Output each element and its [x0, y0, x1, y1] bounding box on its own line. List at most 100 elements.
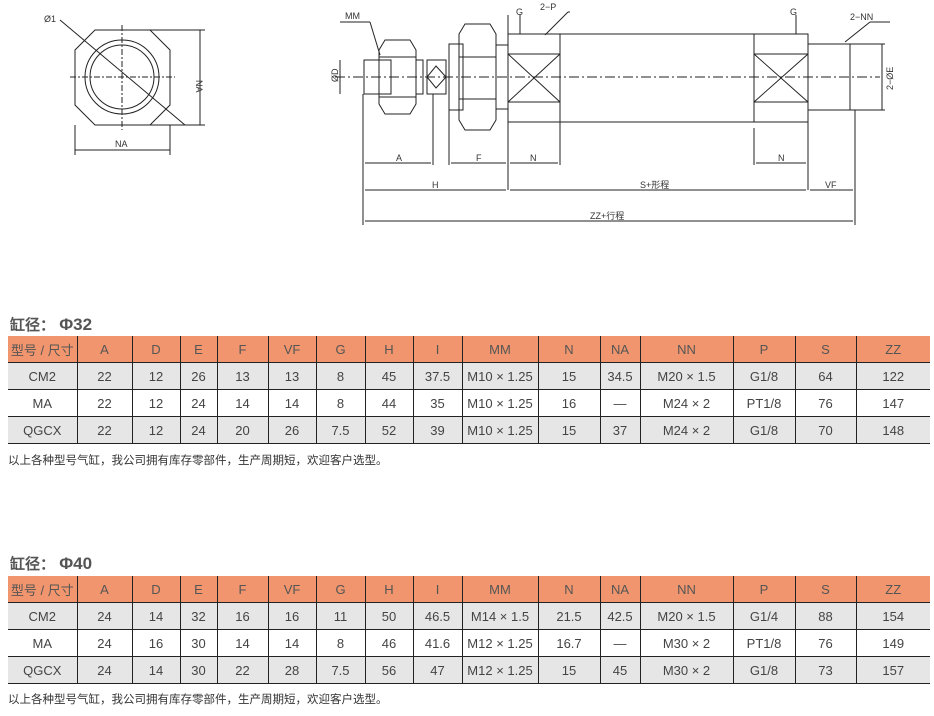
table-cell: 8 [315, 629, 365, 657]
column-header: 型号 / 尺寸 [8, 336, 77, 363]
table-cell: M14 × 1.5 [461, 602, 538, 630]
end-view-na-label: NA [115, 139, 128, 149]
column-header: D [131, 576, 180, 603]
table-cell: 26 [179, 362, 217, 390]
f-label: F [476, 153, 482, 163]
column-header: NA [599, 336, 640, 363]
g-label: G [516, 7, 523, 17]
table-cell: 8 [315, 362, 365, 390]
table-cell: 21.5 [537, 602, 600, 630]
column-header: 型号 / 尺寸 [8, 576, 77, 603]
column-header: D [131, 336, 180, 363]
title-prefix: 缸径： [10, 317, 56, 334]
column-header: A [76, 576, 132, 603]
d-label: ØD [330, 68, 340, 82]
table-cell: 44 [364, 389, 413, 417]
table-cell: 147 [855, 389, 930, 417]
column-header: VF [267, 576, 316, 603]
table-cell: M10 × 1.25 [461, 389, 538, 417]
column-header: S [794, 576, 856, 603]
table-note: 以上各种型号气缸，我公司拥有库存零部件，生产周期短，欢迎客户选型。 [8, 694, 388, 706]
side-view [335, 11, 890, 225]
table-cell: 14 [216, 629, 268, 657]
table-cell: 157 [855, 656, 930, 684]
table-cell: 50 [364, 602, 413, 630]
p-label: 2−P [540, 2, 556, 12]
column-header: MM [461, 576, 538, 603]
column-header: ZZ [855, 336, 930, 363]
table-cell: G1/8 [732, 416, 795, 444]
n-label: N [530, 153, 537, 163]
table-cell: 28 [267, 656, 316, 684]
table-cell: M30 × 2 [639, 629, 733, 657]
table-cell: MA [8, 389, 77, 417]
table-cell: 122 [855, 362, 930, 390]
nn-label: 2−NN [850, 12, 873, 22]
table-cell: G1/8 [732, 656, 795, 684]
table-cell: 14 [267, 629, 316, 657]
table-cell: PT1/8 [732, 629, 795, 657]
column-header: A [76, 336, 132, 363]
end-view-na-vertical-label: NA [194, 80, 204, 93]
vf-label: VF [825, 180, 837, 190]
table-cell: 24 [179, 389, 217, 417]
table-cell: 148 [855, 416, 930, 444]
table-cell: 73 [794, 656, 856, 684]
table-cell: 32 [179, 602, 217, 630]
table-cell: CM2 [8, 602, 77, 630]
table-cell: M30 × 2 [639, 656, 733, 684]
e-label: 2−ØE [885, 67, 895, 90]
table-cell: QGCX [8, 416, 77, 444]
table-cell: 24 [76, 602, 132, 630]
table-cell: 46 [364, 629, 413, 657]
table-cell: G1/8 [732, 362, 795, 390]
end-view-diameter-label: Ø1 [44, 14, 56, 24]
column-header: E [179, 576, 217, 603]
table-cell: M10 × 1.25 [461, 362, 538, 390]
column-header: N [537, 336, 600, 363]
table-cell: 22 [76, 416, 132, 444]
table-cell: M24 × 2 [639, 389, 733, 417]
table-cell: 64 [794, 362, 856, 390]
table-cell: 45 [599, 656, 640, 684]
column-header: MM [461, 336, 538, 363]
table-cell: 47 [412, 656, 462, 684]
table-cell: 14 [131, 656, 180, 684]
table-cell: 22 [216, 656, 268, 684]
table-cell: 16.7 [537, 629, 600, 657]
table-cell: 76 [794, 389, 856, 417]
column-header: E [179, 336, 217, 363]
table-cell: 14 [267, 389, 316, 417]
h-label: H [432, 180, 439, 190]
column-header: ZZ [855, 576, 930, 603]
column-header: NN [639, 336, 733, 363]
table-cell: M12 × 1.25 [461, 629, 538, 657]
table-cell: 76 [794, 629, 856, 657]
table-cell: 16 [537, 389, 600, 417]
column-header: S [794, 336, 856, 363]
column-header: VF [267, 336, 316, 363]
table-cell: 14 [216, 389, 268, 417]
table-cell: M20 × 1.5 [639, 362, 733, 390]
table-cell: 37 [599, 416, 640, 444]
table-cell: MA [8, 629, 77, 657]
table-cell: 12 [131, 416, 180, 444]
table-cell: 24 [76, 656, 132, 684]
table-cell: 37.5 [412, 362, 462, 390]
table-cell: 30 [179, 656, 217, 684]
table-cell: G1/4 [732, 602, 795, 630]
table-cell: PT1/8 [732, 389, 795, 417]
end-view [59, 19, 205, 155]
table-cell: 42.5 [599, 602, 640, 630]
n-label-right: N [778, 153, 785, 163]
mm-label: MM [345, 11, 360, 21]
table-cell: 16 [267, 602, 316, 630]
